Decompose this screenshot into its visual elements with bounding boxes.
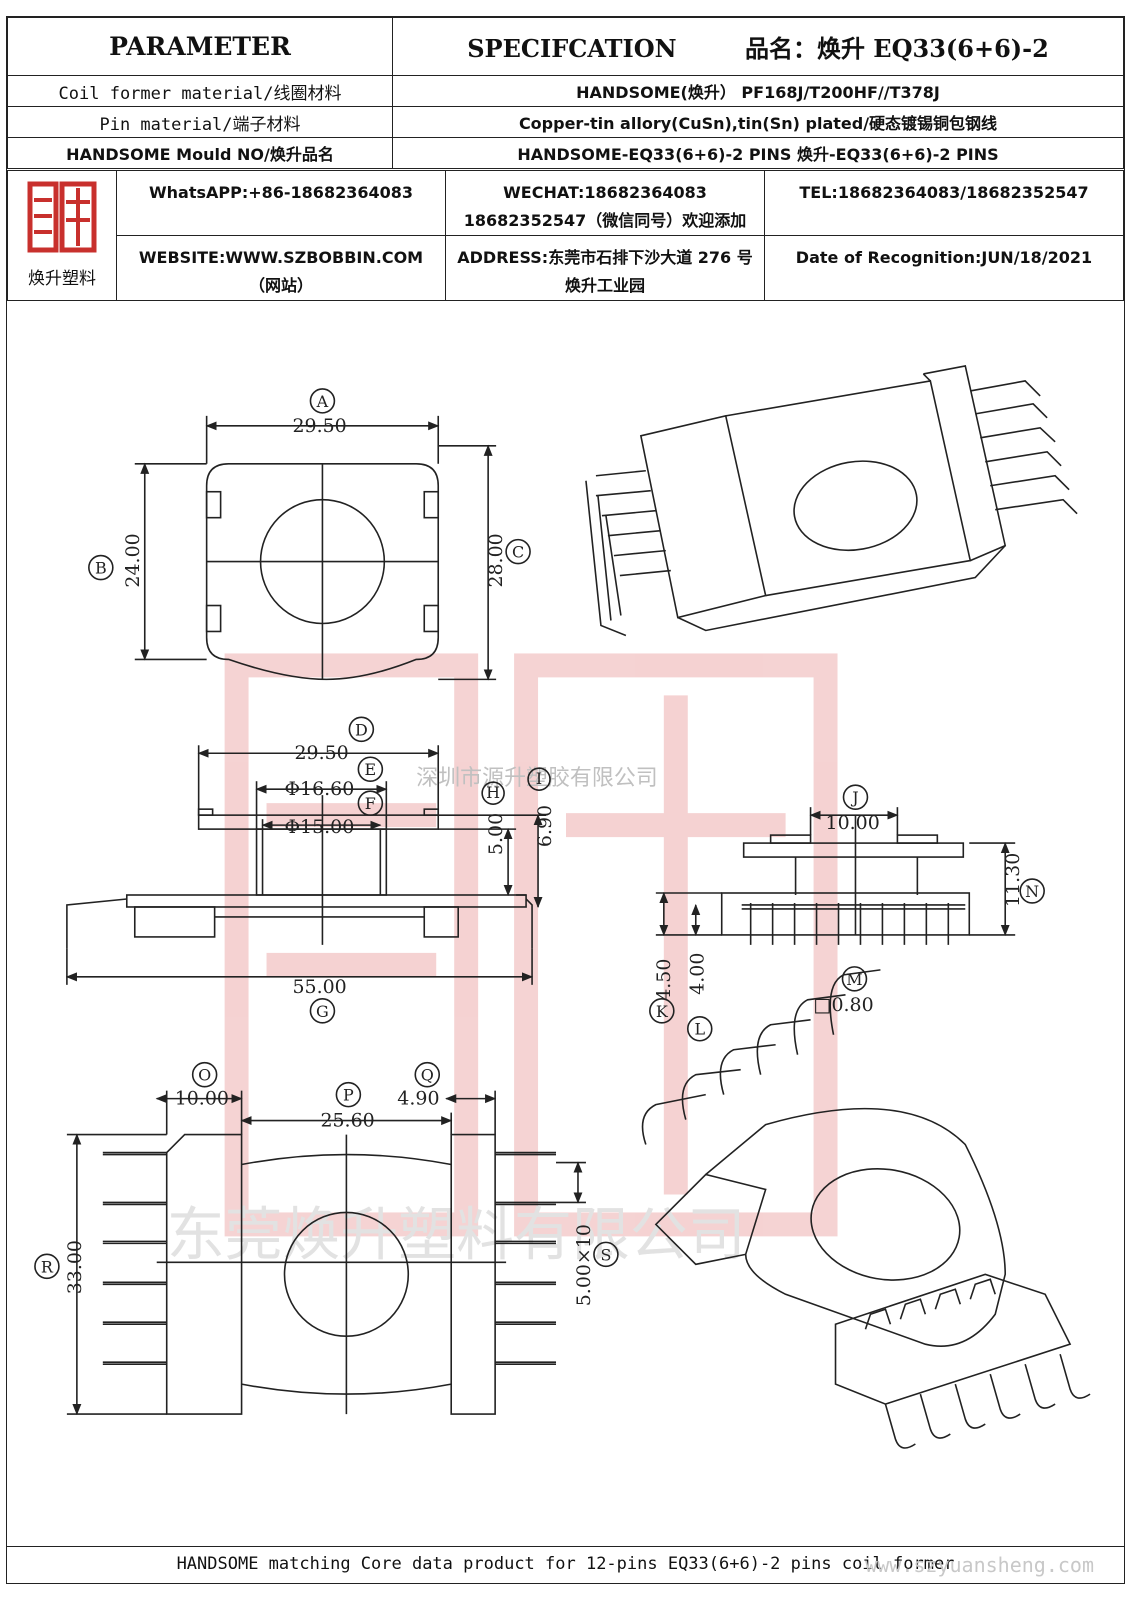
product-name: 品名：焕升 EQ33(6+6)-2 <box>744 34 1049 63</box>
watermark-company-2: 东莞焕升塑料有限公司 <box>167 1200 746 1268</box>
svg-text:Q: Q <box>421 1066 434 1085</box>
wechat-cell: WECHAT:18682364083 18682352547（微信同号）欢迎添加 <box>445 170 765 236</box>
specification-heading: SPECIFCATION 品名：焕升 EQ33(6+6)-2 <box>392 17 1124 76</box>
dim-d-value: 29.50 <box>294 742 348 764</box>
dim-h-value: 5.00 <box>485 813 507 855</box>
dim-c-value: 28.00 <box>485 533 507 587</box>
svg-text:D: D <box>355 720 368 739</box>
top-view <box>88 388 531 681</box>
dim-p-value: 25.60 <box>320 1110 374 1132</box>
isometric-view-top <box>585 365 1078 637</box>
isometric-view-bottom <box>641 969 1091 1449</box>
contact-table: 焕升塑料 WhatsAPP:+86-18682364083 WECHAT:186… <box>7 170 1124 301</box>
svg-text:K: K <box>656 1002 669 1021</box>
svg-text:H: H <box>486 783 500 802</box>
mould-no-label: HANDSOME Mould NO/焕升品名 <box>7 137 393 169</box>
svg-text:P: P <box>343 1086 354 1105</box>
svg-text:A: A <box>316 392 329 411</box>
svg-text:C: C <box>512 543 524 562</box>
svg-text:B: B <box>95 559 107 578</box>
dim-e-value: Φ16.60 <box>285 778 355 800</box>
dim-s-value: 5.00×10 <box>573 1224 595 1306</box>
svg-text:L: L <box>694 1020 705 1039</box>
coil-material-label: Coil former material/线圈材料 <box>7 75 393 107</box>
bottom-view <box>34 1061 619 1416</box>
svg-text:E: E <box>365 760 377 779</box>
technical-drawing: 深圳市源升塑胶有限公司 东莞焕升塑料有限公司 <box>34 365 1091 1449</box>
svg-text:S: S <box>600 1245 611 1264</box>
watermark-company-1: 深圳市源升塑胶有限公司 <box>416 766 657 791</box>
parameter-heading: PARAMETER <box>7 17 393 76</box>
side-view <box>649 784 1045 1042</box>
svg-text:F: F <box>365 794 376 813</box>
footer-note: HANDSOME matching Core data product for … <box>7 1546 1124 1583</box>
dim-i-value: 6.90 <box>534 805 556 847</box>
callout-letters: A B C D E F G H I J K L M N O P Q R S <box>41 392 1039 1276</box>
svg-text:R: R <box>41 1257 54 1276</box>
logo-cell: 焕升塑料 <box>7 170 117 301</box>
dim-n-value: 11.30 <box>1002 853 1024 907</box>
svg-text:I: I <box>536 769 542 788</box>
svg-text:N: N <box>1025 882 1039 901</box>
svg-text:G: G <box>316 1002 329 1021</box>
website-cell: WEBSITE:WWW.SZBOBBIN.COM（网站） <box>116 235 446 301</box>
dim-j-value: 10.00 <box>826 812 880 834</box>
dim-a-value: 29.50 <box>292 415 346 437</box>
pin-material-label: Pin material/端子材料 <box>7 106 393 138</box>
spec-sheet: PARAMETER SPECIFCATION 品名：焕升 EQ33(6+6)-2… <box>6 16 1125 1584</box>
svg-text:M: M <box>846 970 862 989</box>
logo-text: 焕升塑料 <box>28 269 96 289</box>
dim-g-value: 55.00 <box>292 976 346 998</box>
dim-k-value: 4.50 <box>653 959 675 1001</box>
dim-b-value: 24.00 <box>122 533 144 587</box>
dim-r-value: 33.00 <box>64 1240 86 1294</box>
address-cell: ADDRESS:东莞市石排下沙大道 276 号焕升工业园 <box>445 235 765 301</box>
svg-text:O: O <box>198 1066 211 1085</box>
mould-no-value: HANDSOME-EQ33(6+6)-2 PINS 焕升-EQ33(6+6)-2… <box>392 137 1124 169</box>
dim-f-value: Φ15.00 <box>285 816 355 838</box>
dim-q-value: 4.90 <box>397 1088 439 1110</box>
dim-m-value: □0.80 <box>814 994 874 1016</box>
tel-cell: TEL:18682364083/18682352547 <box>764 170 1124 236</box>
date-cell: Date of Recognition:JUN/18/2021 <box>764 235 1124 301</box>
coil-material-value: HANDSOME(焕升） PF168J/T200HF//T378J <box>392 75 1124 107</box>
parameter-table: PARAMETER SPECIFCATION 品名：焕升 EQ33(6+6)-2… <box>7 17 1124 169</box>
svg-text:J: J <box>850 788 858 807</box>
background-logo-watermark <box>224 653 838 1237</box>
company-logo-icon <box>27 181 97 253</box>
dim-o-value: 10.00 <box>175 1088 229 1110</box>
pin-material-value: Copper-tin allory(CuSn),tin(Sn) plated/硬… <box>392 106 1124 138</box>
whatsapp-cell: WhatsAPP:+86-18682364083 <box>116 170 446 236</box>
front-view <box>65 716 551 1024</box>
dim-l-value: 4.00 <box>687 953 709 995</box>
watermark-website: www.szyuansheng.com <box>865 1553 1094 1577</box>
specification-label: SPECIFCATION <box>467 34 677 63</box>
